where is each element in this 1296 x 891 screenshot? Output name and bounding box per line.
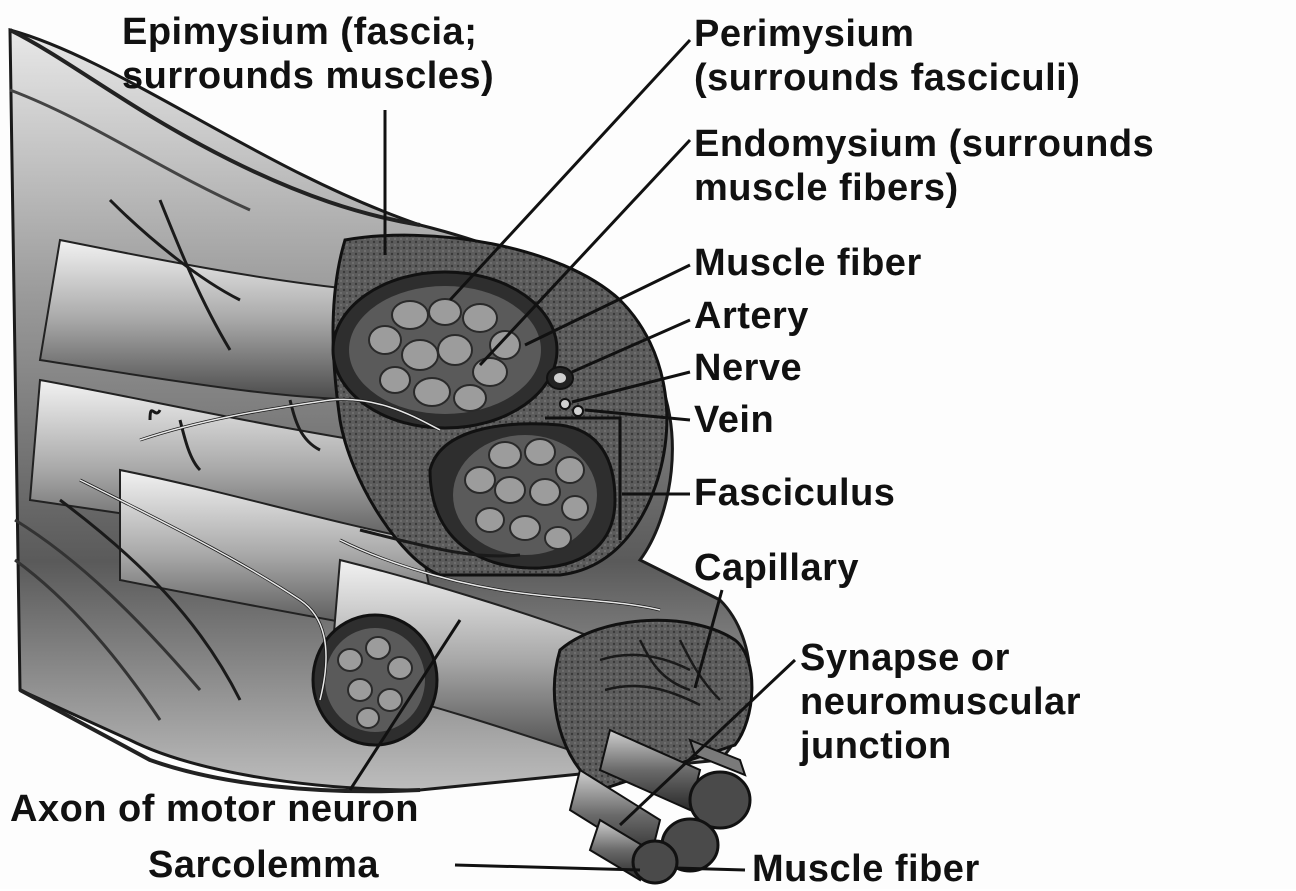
vein-icon [573,406,583,416]
label-axon-motor-neuron: Axon of motor neuron [10,787,419,831]
label-artery: Artery [694,294,809,338]
label-endomysium: Endomysium (surrounds muscle fibers) [694,122,1154,210]
label-fasciculus: Fasciculus [694,471,895,515]
fasciculus-cross-section-lower [313,615,437,745]
label-synapse: Synapse or neuromuscular junction [800,636,1081,768]
label-vein: Vein [694,398,774,442]
label-muscle-fiber-top: Muscle fiber [694,241,922,285]
label-nerve: Nerve [694,346,802,390]
label-sarcolemma: Sarcolemma [148,843,379,887]
label-epimysium: Epimysium (fascia; surrounds muscles) [122,10,494,98]
nerve-icon [560,399,570,409]
fasciculus-cross-section-upper [333,272,557,428]
label-perimysium: Perimysium (surrounds fasciculi) [694,12,1080,100]
label-capillary: Capillary [694,546,859,590]
label-muscle-fiber-bottom: Muscle fiber [752,847,980,891]
